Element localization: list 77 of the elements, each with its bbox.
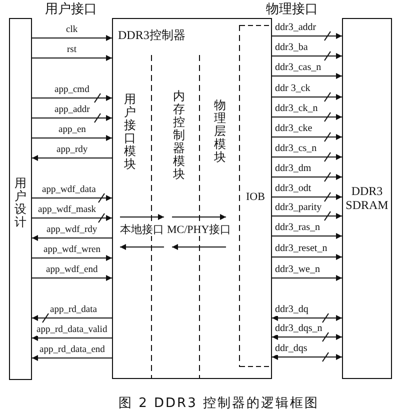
signal-label: ddr_dqs: [275, 343, 308, 355]
signal-label: ddr3_addr: [275, 22, 316, 34]
arrow: [272, 154, 342, 160]
signal-label: app_rd_data_end: [40, 344, 105, 356]
signal-label: ddr3_reset_n: [275, 243, 328, 255]
signal-label: ddr3_parity: [275, 202, 322, 214]
arrow: [272, 73, 342, 79]
vertical-label: 用户接口模块: [123, 93, 137, 171]
signal-label: app_addr: [54, 104, 90, 116]
arrow: [272, 254, 342, 260]
arrow: [272, 94, 342, 100]
signal-label: ddr 3_ck: [275, 83, 310, 95]
arrow: [172, 244, 226, 250]
arrow: [272, 194, 342, 200]
signal-label: ddr3_dq: [275, 304, 308, 316]
arrow: [32, 335, 112, 341]
arrow: [272, 213, 342, 219]
arrow: [32, 35, 112, 41]
signal-label: app_wdf_wren: [44, 244, 100, 256]
signal-label: ddr3_dqs_n: [275, 323, 322, 335]
arrow: [32, 55, 112, 61]
signal-label: ddr3_ras_n: [275, 222, 320, 234]
arrow: [120, 244, 164, 250]
arrow: [172, 214, 226, 220]
vertical-label: 用户设计: [14, 177, 28, 229]
block-box: [9, 18, 32, 380]
signal-label: app_wdf_data: [42, 184, 96, 196]
signal-label: ddr3_we_n: [275, 264, 320, 276]
arrow: [32, 155, 112, 161]
arrow: [32, 95, 112, 101]
arrow: [32, 235, 112, 241]
column-heading: 用户接口: [45, 1, 97, 16]
arrow: [272, 174, 342, 180]
io-block-box: [240, 25, 272, 367]
vertical-label: 内存控制器模块: [172, 90, 186, 181]
signal-label: ddr3_odt: [275, 183, 312, 195]
double-arrow: [272, 334, 342, 340]
arrow: [272, 275, 342, 281]
signal-label: ddr3_cas_n: [275, 62, 322, 74]
figure-caption: 图 2 DDR3 控制器的逻辑框图: [118, 396, 319, 412]
interface-label: MC/PHY接口: [167, 224, 232, 236]
signal-label: app_rd_data: [50, 304, 97, 316]
arrow: [32, 255, 112, 261]
box-title: DDR3控制器: [118, 28, 186, 42]
memory-box: [342, 18, 392, 379]
signal-label: app_rd_data_valid: [36, 324, 108, 336]
interface-label: 本地接口: [120, 224, 164, 236]
arrow: [272, 114, 342, 120]
arrow: [32, 215, 112, 221]
arrow: [120, 214, 164, 220]
signal-label: app_wdf_mask: [38, 204, 96, 216]
signal-label: app_wdf_rdy: [46, 224, 98, 236]
signal-label: ddr3_cs_n: [275, 143, 317, 155]
arrow: [32, 115, 112, 121]
signal-label: app_cmd: [54, 84, 90, 96]
signal-label: app_wdf_end: [46, 264, 98, 276]
double-arrow: [272, 354, 342, 360]
arrow: [272, 33, 342, 39]
column-heading: 物理接口: [266, 1, 318, 16]
arrow: [32, 315, 112, 321]
arrow: [32, 195, 112, 201]
arrow: [32, 275, 112, 281]
signal-label: ddr3_ck_n: [275, 103, 318, 115]
arrow: [32, 135, 112, 141]
signal-label: ddr3_ba: [275, 42, 308, 54]
arrow: [272, 134, 342, 140]
double-arrow: [272, 315, 342, 321]
arrow: [272, 233, 342, 239]
controller-box: [112, 18, 272, 379]
box-label: IOB: [246, 190, 265, 204]
signal-label: app_rdy: [56, 144, 88, 156]
arrow: [32, 355, 112, 361]
signal-label: ddr3_dm: [275, 163, 312, 175]
arrow: [272, 53, 342, 59]
vertical-label: 物理层模块: [213, 99, 227, 164]
box-label: DDR3 SDRAM: [344, 184, 390, 212]
signal-label: ddr3_cke: [275, 123, 312, 135]
